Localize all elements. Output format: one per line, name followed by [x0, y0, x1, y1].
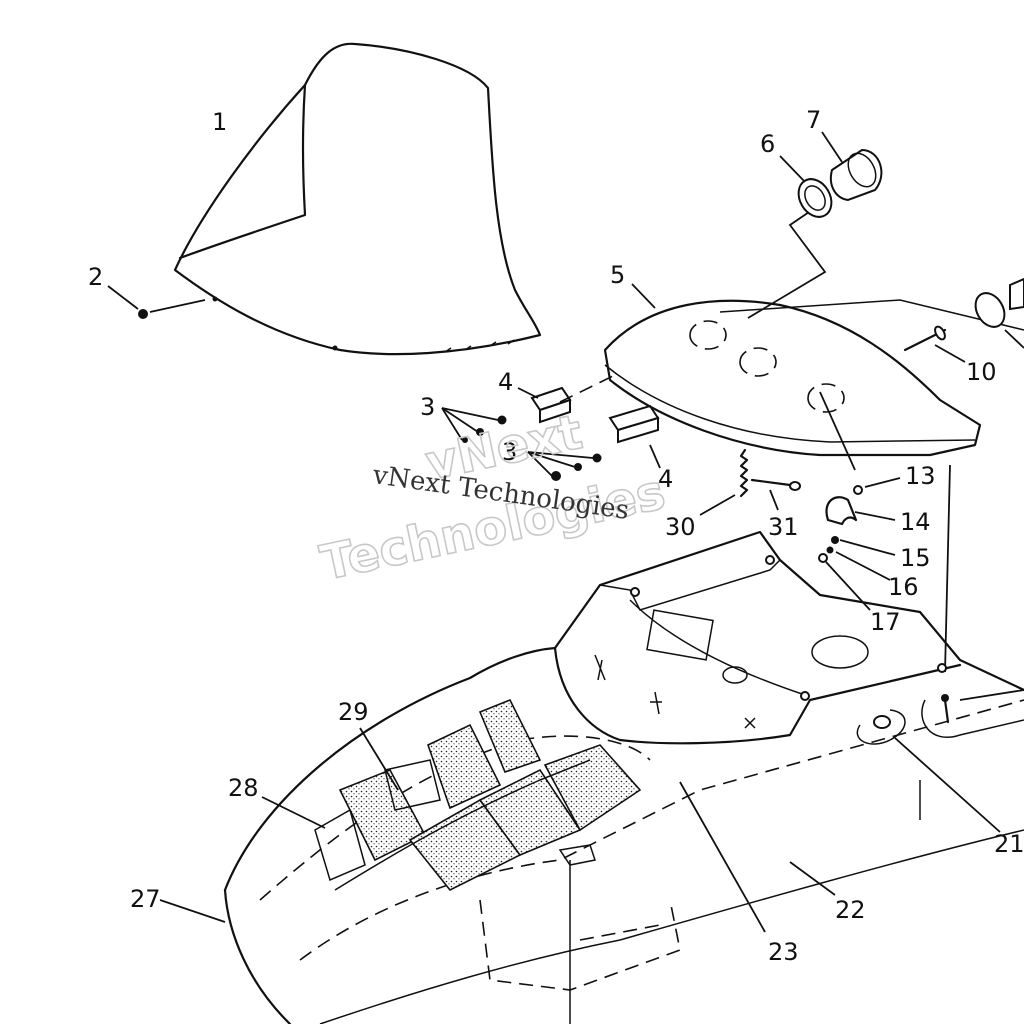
- callout-28: 28: [228, 774, 259, 802]
- callout-21: 21: [994, 830, 1024, 858]
- callout-4b: 4: [658, 465, 673, 493]
- gauge-bezel-parts: [779, 131, 1024, 349]
- lower-leaders: [159, 689, 1024, 933]
- screw-part: [107, 285, 206, 319]
- callout-30: 30: [665, 513, 696, 541]
- callout-7: 7: [806, 106, 821, 134]
- callout-10: 10: [966, 358, 997, 386]
- callout-2: 2: [88, 263, 103, 291]
- callout-31: 31: [768, 513, 799, 541]
- callout-16: 16: [888, 573, 919, 601]
- callout-labels: 1 2 3 3 4 4 5 6 7 10 13 14 15 16 17 21 2…: [88, 106, 1024, 966]
- callout-3b: 3: [502, 438, 517, 466]
- callout-3a: 3: [420, 393, 435, 421]
- callout-17: 17: [870, 608, 901, 636]
- callout-1: 1: [212, 108, 227, 136]
- callout-23: 23: [768, 938, 799, 966]
- callout-13: 13: [905, 462, 936, 490]
- callout-15: 15: [900, 544, 931, 572]
- dash-panel-part: [603, 209, 1024, 457]
- callout-4a: 4: [498, 368, 513, 396]
- callout-6: 6: [760, 130, 775, 158]
- hood-vents: [261, 698, 642, 892]
- windshield-part: [173, 42, 542, 356]
- watermark: vNext Technologies vNext Technologies: [315, 403, 671, 592]
- callout-27: 27: [130, 885, 161, 913]
- callout-22: 22: [835, 896, 866, 924]
- callout-29: 29: [338, 698, 369, 726]
- clip-brackets: [441, 374, 661, 481]
- callout-14: 14: [900, 508, 931, 536]
- callout-5: 5: [610, 261, 625, 289]
- bolt-part: [903, 325, 966, 363]
- spring-and-pin: [699, 448, 801, 516]
